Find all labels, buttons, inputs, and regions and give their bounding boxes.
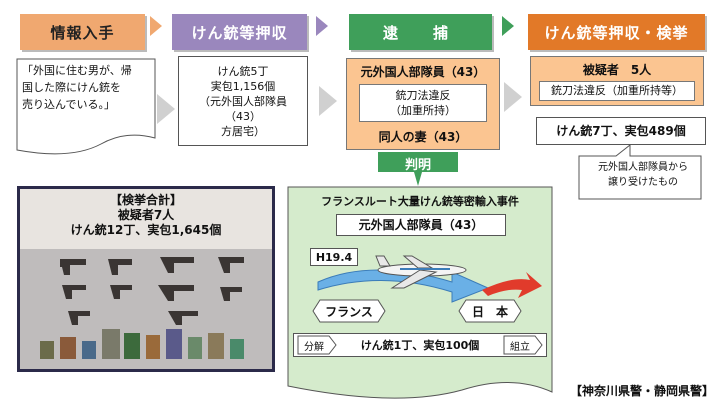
step-assemble-shape: [503, 335, 543, 355]
seized-items-photo: [20, 249, 272, 369]
result-suspects: 被疑者 5人: [582, 63, 652, 77]
france-panel-title: フランスルート大量けん銃等密輸入事件: [321, 195, 519, 208]
date-box: H19.4: [310, 248, 358, 266]
arrest-suspect-1: 元外国人部隊員（43）: [360, 65, 486, 79]
intel-quote: 「外国に住む男が、帰 国した際にけん銃を 売り込んでいる。」: [22, 64, 132, 111]
arrest-suspect-2: 同人の妻（43）: [378, 130, 468, 144]
right-arrow-icon: [319, 86, 337, 116]
right-arrow-icon: [316, 16, 328, 36]
arrest-box: 元外国人部隊員（43） 銃刀法違反 （加重所持） 同人の妻（43）: [346, 58, 500, 150]
right-arrow-icon: [157, 94, 175, 124]
header-arrest: 逮 捕: [349, 14, 492, 50]
right-arrow-icon: [502, 16, 514, 36]
right-arrow-icon: [150, 16, 162, 36]
footer-agencies: 【神奈川県警・静岡県警】: [569, 384, 714, 398]
intel-document-shape: [16, 58, 156, 155]
seizure-box: けん銃5丁 実包1,156個 （元外国人部隊員（43） 方居宅）: [178, 56, 308, 146]
right-arrow-icon: [504, 82, 522, 112]
header-intel: 情報入手: [20, 14, 145, 50]
callout-shape: [578, 144, 702, 200]
step-assemble: 組立: [510, 342, 530, 353]
destination-label-shape: [458, 299, 522, 323]
destination-label: 日 本: [471, 305, 508, 319]
france-suspect-box: 元外国人部隊員（43）: [336, 214, 506, 236]
photo-totals: 【検挙合計】 被疑者7人 けん銃12丁、実包1,645個: [70, 193, 222, 237]
swoosh-arrow-icon: [317, 269, 542, 303]
origin-label-shape: [312, 299, 386, 323]
result-box: 被疑者 5人 銃刀法違反（加重所持等）: [530, 56, 704, 106]
header-result: けん銃等押収・検挙: [528, 14, 705, 50]
airplane-icon: [375, 255, 467, 289]
process-middle: けん銃1丁、実包100個: [360, 339, 480, 352]
step-disassemble: 分解: [304, 342, 324, 353]
result-charge: 銃刀法違反（加重所持等）: [539, 81, 695, 101]
callout-text: 元外国人部隊員から 譲り受けたもの: [598, 162, 688, 188]
arrest-charge-box: 銃刀法違反 （加重所持）: [359, 84, 487, 122]
step-disassemble-shape: [297, 335, 337, 355]
down-arrow-icon: [378, 152, 458, 186]
result-guns-box: けん銃7丁、実包489個: [536, 117, 706, 145]
header-seizure: けん銃等押収: [172, 14, 307, 50]
photo-panel: 【検挙合計】 被疑者7人 けん銃12丁、実包1,645個: [17, 186, 275, 372]
origin-label: フランス: [325, 305, 373, 319]
found-label: 判明: [404, 158, 431, 173]
